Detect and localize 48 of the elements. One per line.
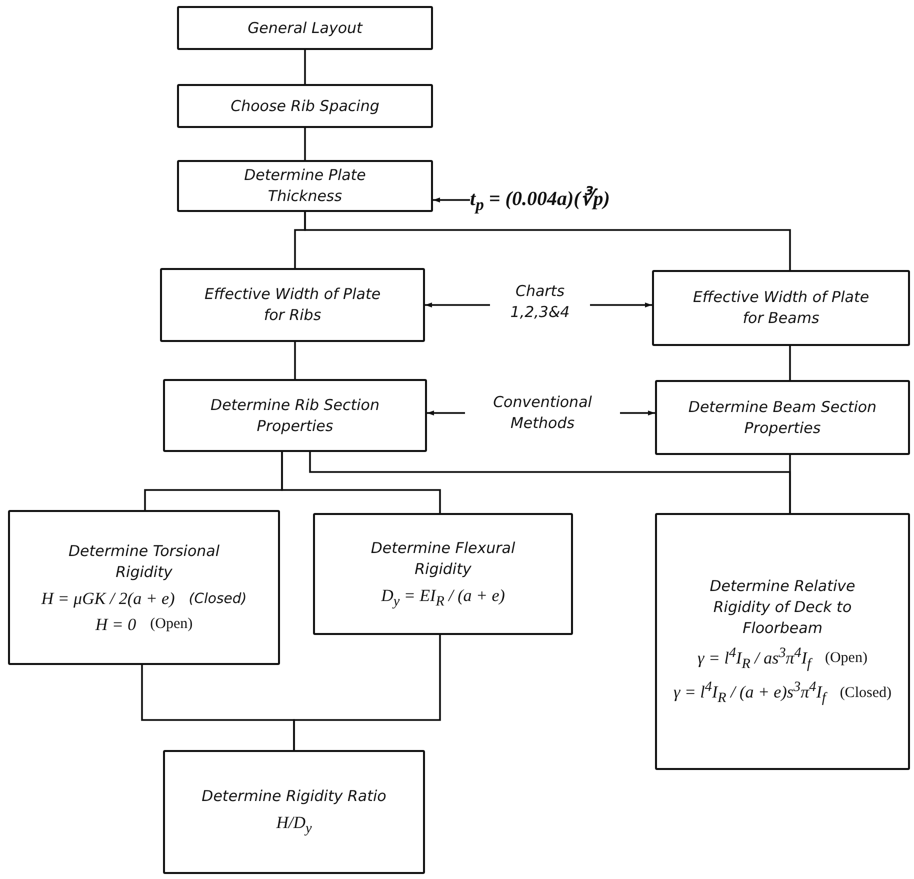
arrow <box>427 410 465 416</box>
formula: H/D$_{y}$ <box>276 813 312 838</box>
box-title: Determine Torsional Rigidity <box>67 540 221 582</box>
connector-line <box>789 455 791 513</box>
process-box <box>160 268 425 342</box>
box-title: Determine Relative Rigidity of Deck to Floorbeam <box>708 576 856 639</box>
connector-line <box>294 342 296 379</box>
arrow <box>425 302 490 308</box>
chart-reference: Charts 1,2,3&4 <box>509 281 571 323</box>
box-title: General Layout <box>248 18 362 38</box>
process-box <box>655 380 910 455</box>
box-title: Determine Flexural Rigidity <box>370 538 516 580</box>
process-box <box>652 270 910 346</box>
process-box <box>8 510 280 665</box>
process-box <box>655 513 910 770</box>
formula-note: (Closed) <box>840 684 892 702</box>
connector-line <box>293 635 441 750</box>
formula: γ = l$^{4}$I$_{R}$ / (a + e)s$^{3}$π$^{4}$I$_{f}$ <box>674 679 826 708</box>
formula-note: (Open) <box>824 650 868 668</box>
formula: H = μGK / 2(a + e) <box>41 588 175 608</box>
connector-line <box>281 452 441 513</box>
box-title: Determine Rigidity Ratio <box>202 786 386 808</box>
connector-line <box>789 346 791 380</box>
connector-line <box>304 50 306 84</box>
box-title: Effective Width of Plate for Beams <box>692 287 870 329</box>
process-box <box>163 750 425 874</box>
formula: H = 0 <box>95 614 136 634</box>
arrow <box>433 198 470 202</box>
formula-note: (Closed) <box>188 590 247 606</box>
method-note: Conventional Methods <box>492 392 593 434</box>
arrow <box>590 302 652 308</box>
connector-line <box>304 212 791 270</box>
formula: D$_{y}$ = EI$_{R}$ / (a + e) <box>381 586 505 610</box>
arrow <box>620 410 655 416</box>
box-title: Choose Rib Spacing <box>230 96 380 116</box>
process-box <box>177 6 433 50</box>
formula: γ = l$^{4}$I$_{R}$ / as$^{3}$π$^{4}$I$_{f}$ <box>698 644 811 673</box>
connector-line <box>304 128 306 160</box>
process-box <box>313 513 573 635</box>
process-box <box>177 160 433 212</box>
box-title: Determine Rib Section Properties <box>210 394 380 436</box>
formula: t$_{p}$ = (0.004a)(∛p) <box>470 186 610 214</box>
process-box <box>163 379 427 452</box>
box-title: Determine Beam Section Properties <box>687 396 878 438</box>
process-box <box>177 84 433 128</box>
box-title: Effective Width of Plate for Ribs <box>203 284 382 326</box>
box-title: Determine Plate Thickness <box>243 165 367 207</box>
formula-note: (Open) <box>150 616 193 633</box>
